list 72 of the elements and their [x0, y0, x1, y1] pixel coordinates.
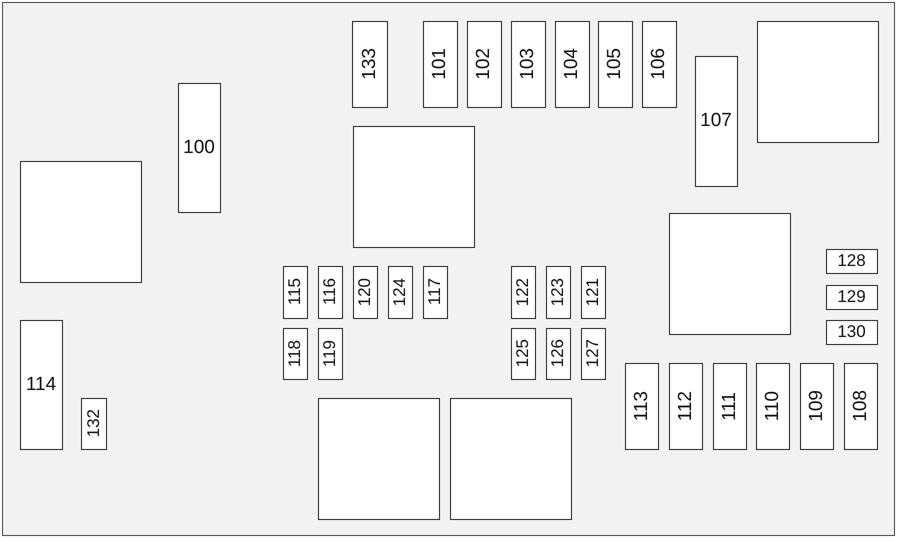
fuse-number: 105 — [604, 48, 626, 80]
fuse-slot — [282, 328, 308, 380]
fuse-number: 117 — [425, 278, 445, 306]
fuse-number: 100 — [183, 136, 215, 158]
fuse-slot — [554, 20, 590, 108]
fuse-number: 103 — [517, 48, 539, 80]
relay-slot — [450, 398, 572, 520]
fuse-slot — [352, 266, 378, 318]
fuse-slot — [844, 362, 878, 450]
fuse-slot — [800, 362, 834, 450]
fuse-slot — [756, 362, 790, 450]
fuse-slot — [178, 82, 220, 212]
fuse-number: 122 — [513, 278, 533, 306]
fuse-slot — [510, 266, 536, 318]
fuse-slot — [388, 266, 412, 318]
fuse-slot — [466, 20, 502, 108]
fuse-slot — [318, 328, 342, 380]
fuse-number: 110 — [762, 390, 784, 422]
fuse-number: 106 — [648, 48, 670, 80]
fuse-number: 127 — [583, 339, 603, 368]
fuse-slot — [826, 248, 878, 274]
relay-slot — [318, 398, 440, 520]
fuse-slot — [422, 20, 458, 108]
fuse-number: 101 — [429, 48, 451, 80]
fuse-number: 123 — [548, 278, 568, 306]
fuse-number: 109 — [806, 390, 828, 422]
relay-slot — [756, 20, 878, 142]
fuse-number: 129 — [837, 287, 866, 307]
fuse-number: 108 — [850, 390, 872, 422]
fuse-slot — [624, 362, 658, 450]
fuse-slot — [20, 320, 62, 450]
fuse-slot — [826, 320, 878, 344]
fuse-number: 126 — [548, 339, 568, 368]
fuse-slot — [546, 266, 570, 318]
fuse-slot — [546, 328, 570, 380]
relay-slot — [352, 126, 474, 248]
fuse-slot — [642, 20, 676, 108]
fuse-slot — [510, 328, 536, 380]
fuse-number: 119 — [320, 340, 340, 368]
fuse-number: 124 — [390, 278, 410, 306]
fuse-slot — [580, 328, 606, 380]
fuse-slot — [668, 362, 702, 450]
fuse-number: 133 — [358, 48, 380, 80]
fuse-number: 114 — [26, 374, 56, 396]
fuse-slot — [598, 20, 632, 108]
fuse-number: 115 — [285, 278, 305, 306]
fuse-slot — [694, 56, 738, 186]
fuse-number: 118 — [285, 340, 305, 368]
fuse-slot — [282, 266, 308, 318]
fuse-slot — [352, 20, 388, 108]
fuse-number: 121 — [583, 278, 603, 306]
fuse-number: 116 — [320, 278, 340, 306]
fuse-number: 111 — [718, 392, 740, 420]
fuse-slot — [80, 398, 106, 450]
relay-slot — [20, 160, 142, 282]
fuse-number: 128 — [837, 251, 866, 271]
fuse-number: 125 — [513, 339, 533, 368]
fuse-number: 102 — [473, 48, 495, 80]
fuse-number: 104 — [561, 48, 583, 80]
fuse-slot — [422, 266, 448, 318]
fuse-number: 107 — [700, 110, 732, 132]
fuse-slot — [580, 266, 606, 318]
fuse-number: 112 — [674, 390, 696, 422]
fuse-slot — [712, 362, 746, 450]
fuse-number: 120 — [355, 278, 375, 306]
fuse-number: 130 — [837, 322, 866, 342]
fuse-slot — [318, 266, 342, 318]
relay-slot — [668, 212, 790, 334]
fuse-number: 132 — [84, 409, 104, 438]
fuse-slot — [826, 284, 878, 310]
fuse-number: 113 — [630, 390, 652, 422]
fuse-slot — [510, 20, 546, 108]
